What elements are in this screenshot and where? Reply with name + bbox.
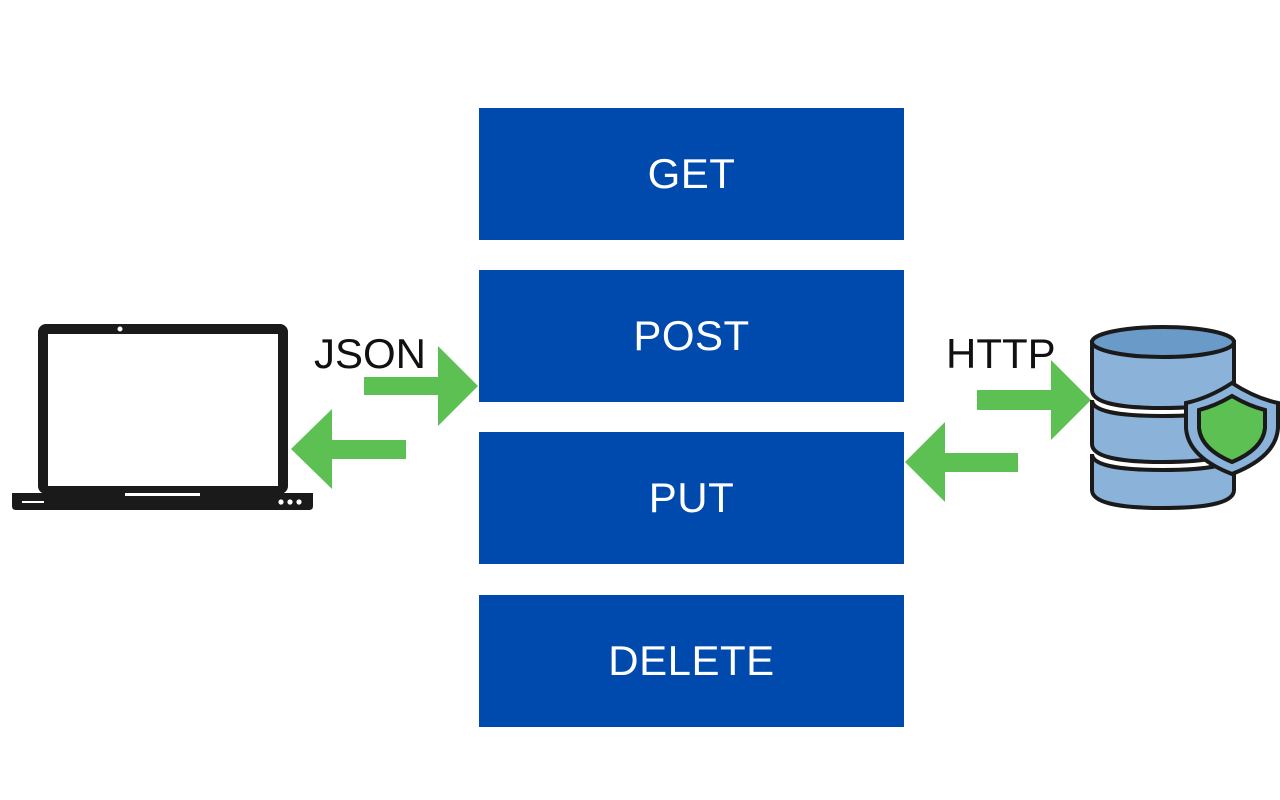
- method-label-put: PUT: [648, 474, 735, 521]
- secure-database-icon: [1090, 325, 1280, 511]
- method-label-post: POST: [633, 312, 750, 359]
- arrow-left-api-to-client: [291, 409, 406, 489]
- method-box-put: PUT: [479, 432, 904, 564]
- method-label-delete: DELETE: [608, 637, 775, 684]
- method-label-get: GET: [647, 150, 736, 197]
- method-box-delete: DELETE: [479, 595, 904, 727]
- arrow-right-client-to-api: [364, 346, 478, 426]
- laptop-icon: [12, 324, 313, 510]
- arrow-left-server-to-api: [905, 422, 1018, 502]
- arrow-right-api-to-server: [977, 360, 1091, 440]
- client-edge-label: JSON: [314, 330, 427, 377]
- server-edge-label: HTTP: [946, 330, 1056, 377]
- method-box-post: POST: [479, 270, 904, 402]
- method-box-get: GET: [479, 108, 904, 240]
